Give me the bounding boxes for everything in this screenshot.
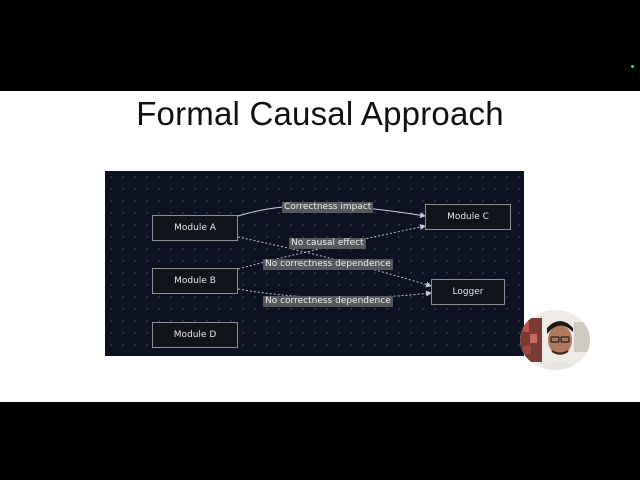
edge-b-to-c — [237, 224, 426, 270]
status-indicator — [631, 65, 634, 68]
presenter-avatar-icon — [520, 310, 590, 370]
presentation-slide: Formal Causal Approach Module A Module B… — [0, 91, 640, 402]
node-module-a: Module A — [152, 215, 238, 241]
edge-label-b-to-c: No causal effect — [289, 238, 366, 249]
node-logger: Logger — [431, 279, 505, 305]
node-module-c: Module C — [425, 204, 511, 230]
edge-label-b-to-logger: No correctness dependence — [263, 296, 393, 307]
slide-title: Formal Causal Approach — [136, 95, 504, 132]
presenter-webcam — [520, 310, 590, 370]
node-module-d: Module D — [152, 322, 238, 348]
edge-label-a-to-c: Correctness impact — [282, 202, 374, 213]
causal-diagram: Module A Module B Module C Module D Logg… — [105, 171, 524, 356]
edge-a-to-logger — [237, 236, 432, 288]
node-module-b: Module B — [152, 268, 238, 294]
edge-label-a-to-logger: No correctness dependence — [263, 259, 393, 270]
